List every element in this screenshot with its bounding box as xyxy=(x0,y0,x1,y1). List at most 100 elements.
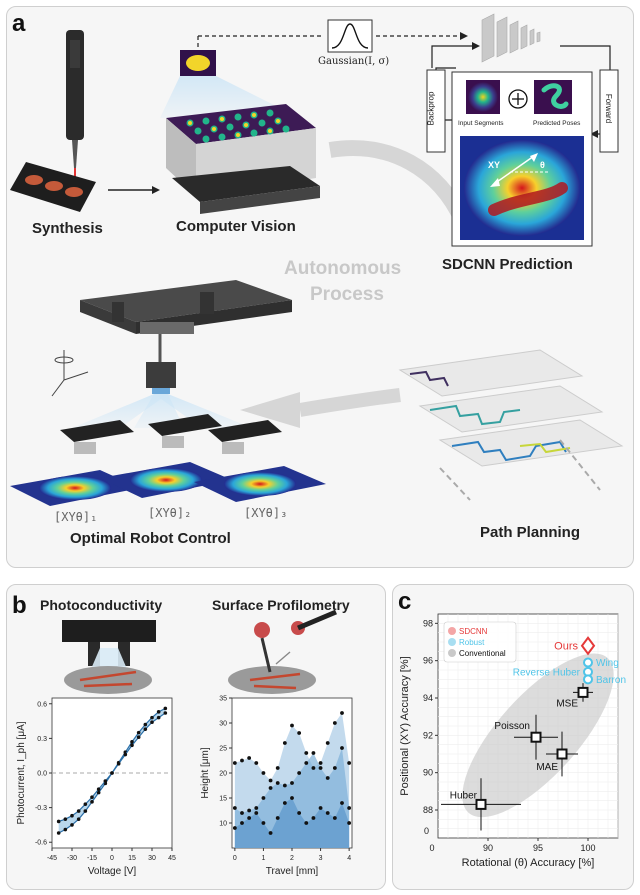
x-tick-label: 0 xyxy=(110,855,114,862)
data-point xyxy=(332,816,337,820)
data-point xyxy=(240,811,244,815)
y-tick-label: 0.6 xyxy=(37,701,47,708)
data-point xyxy=(143,727,148,731)
y-axis-label: Positional (XY) Accuracy [%] xyxy=(399,656,411,795)
data-point xyxy=(240,821,244,825)
forward-label: Forward xyxy=(604,93,614,124)
y-tick-label: 90 xyxy=(423,768,433,778)
legend-label: Robust xyxy=(459,638,485,647)
x-tick-label: 30 xyxy=(148,855,156,862)
series-band xyxy=(58,708,166,833)
data-point xyxy=(150,715,154,720)
legend-marker xyxy=(448,638,456,646)
y-tick-label: 92 xyxy=(423,730,433,740)
path-planning-label: Path Planning xyxy=(480,524,581,541)
data-point xyxy=(340,801,344,805)
gaussian-label: Gaussian(I, σ) xyxy=(318,56,390,67)
x-tick-label: 1 xyxy=(261,855,265,862)
data-point xyxy=(268,786,273,790)
data-point xyxy=(275,816,280,820)
data-point xyxy=(130,743,134,748)
panel-b-label: b xyxy=(12,592,27,619)
data-point xyxy=(150,720,154,725)
photoconductivity-label: Photoconductivity xyxy=(40,597,163,613)
sdcnn-prediction-label: SDCNN Prediction xyxy=(442,256,573,273)
point-label-conventional: MAE xyxy=(536,762,558,773)
point-label-robust: Reverse Huber xyxy=(513,667,581,678)
point-label-conventional: MSE xyxy=(556,698,578,709)
data-point xyxy=(76,817,81,821)
data-point xyxy=(240,758,244,763)
robot-heatmaps xyxy=(10,462,326,506)
x-axis-label: Travel [mm] xyxy=(266,866,319,877)
data-point xyxy=(297,771,302,775)
data-point-conventional xyxy=(577,686,589,698)
data-point xyxy=(130,740,134,744)
data-point xyxy=(318,766,323,770)
data-point xyxy=(116,761,121,766)
x-tick-label: -15 xyxy=(87,855,97,862)
data-point xyxy=(232,826,237,830)
legend-label: Conventional xyxy=(459,649,506,658)
data-point xyxy=(56,831,61,835)
data-point xyxy=(268,778,273,783)
data-point xyxy=(83,802,88,806)
data-point xyxy=(70,813,74,818)
data-point xyxy=(254,811,259,815)
y-tick-label: 30 xyxy=(219,721,227,728)
data-point xyxy=(90,795,94,800)
x-axis-label: Rotational (θ) Accuracy [%] xyxy=(462,857,595,869)
y-tick-label: 15 xyxy=(219,796,227,803)
point-label-ours: Ours xyxy=(554,641,578,653)
data-point xyxy=(232,761,237,765)
x-tick-label: 45 xyxy=(168,855,176,862)
data-point xyxy=(247,816,252,820)
path-planning-plates xyxy=(398,349,624,467)
y-tick-label: 98 xyxy=(423,618,433,628)
point-label-conventional: Poisson xyxy=(494,721,530,732)
computer-vision-label: Computer Vision xyxy=(176,218,296,235)
data-point xyxy=(304,751,309,755)
data-point xyxy=(156,715,161,720)
x-tick-label: 95 xyxy=(533,843,543,853)
y-tick-label: -0.6 xyxy=(35,840,47,847)
x-axis-label: Voltage [V] xyxy=(88,866,137,877)
input-segments-label: Input Segments xyxy=(458,120,504,127)
cycle-arrow-head xyxy=(240,392,300,428)
y-tick-label: 35 xyxy=(219,696,227,703)
x-axis-break-label: 0 xyxy=(429,843,434,853)
data-point xyxy=(247,756,252,760)
data-point xyxy=(123,752,128,757)
data-point xyxy=(143,722,148,727)
data-point-conventional xyxy=(475,798,487,810)
backprop-label: Backprop xyxy=(426,91,436,126)
point-label-conventional: Huber xyxy=(450,790,478,801)
data-point xyxy=(70,823,74,827)
data-point xyxy=(56,819,61,824)
data-point xyxy=(110,771,114,775)
data-point xyxy=(304,761,309,765)
data-point xyxy=(311,816,316,820)
data-point xyxy=(261,821,266,825)
data-point xyxy=(347,806,352,810)
cycle-arc-top xyxy=(328,140,470,224)
data-point xyxy=(254,761,259,765)
synthesis-label: Synthesis xyxy=(32,220,103,237)
surface-profilometry-label: Surface Profilometry xyxy=(212,597,350,613)
y-tick-label: 88 xyxy=(423,805,433,815)
data-point xyxy=(282,741,287,745)
data-point xyxy=(261,796,266,800)
data-point xyxy=(340,711,344,715)
area-fill-2 xyxy=(234,798,350,848)
data-point xyxy=(96,787,101,791)
x-tick-label: 4 xyxy=(347,855,351,862)
panel-c-label: c xyxy=(398,588,412,615)
data-point xyxy=(136,735,141,740)
legend-label: SDCNN xyxy=(459,627,488,636)
data-point-conventional xyxy=(556,748,568,760)
legend-marker xyxy=(448,649,456,657)
data-point xyxy=(311,751,316,755)
y-axis-break-label: 0 xyxy=(424,826,429,836)
